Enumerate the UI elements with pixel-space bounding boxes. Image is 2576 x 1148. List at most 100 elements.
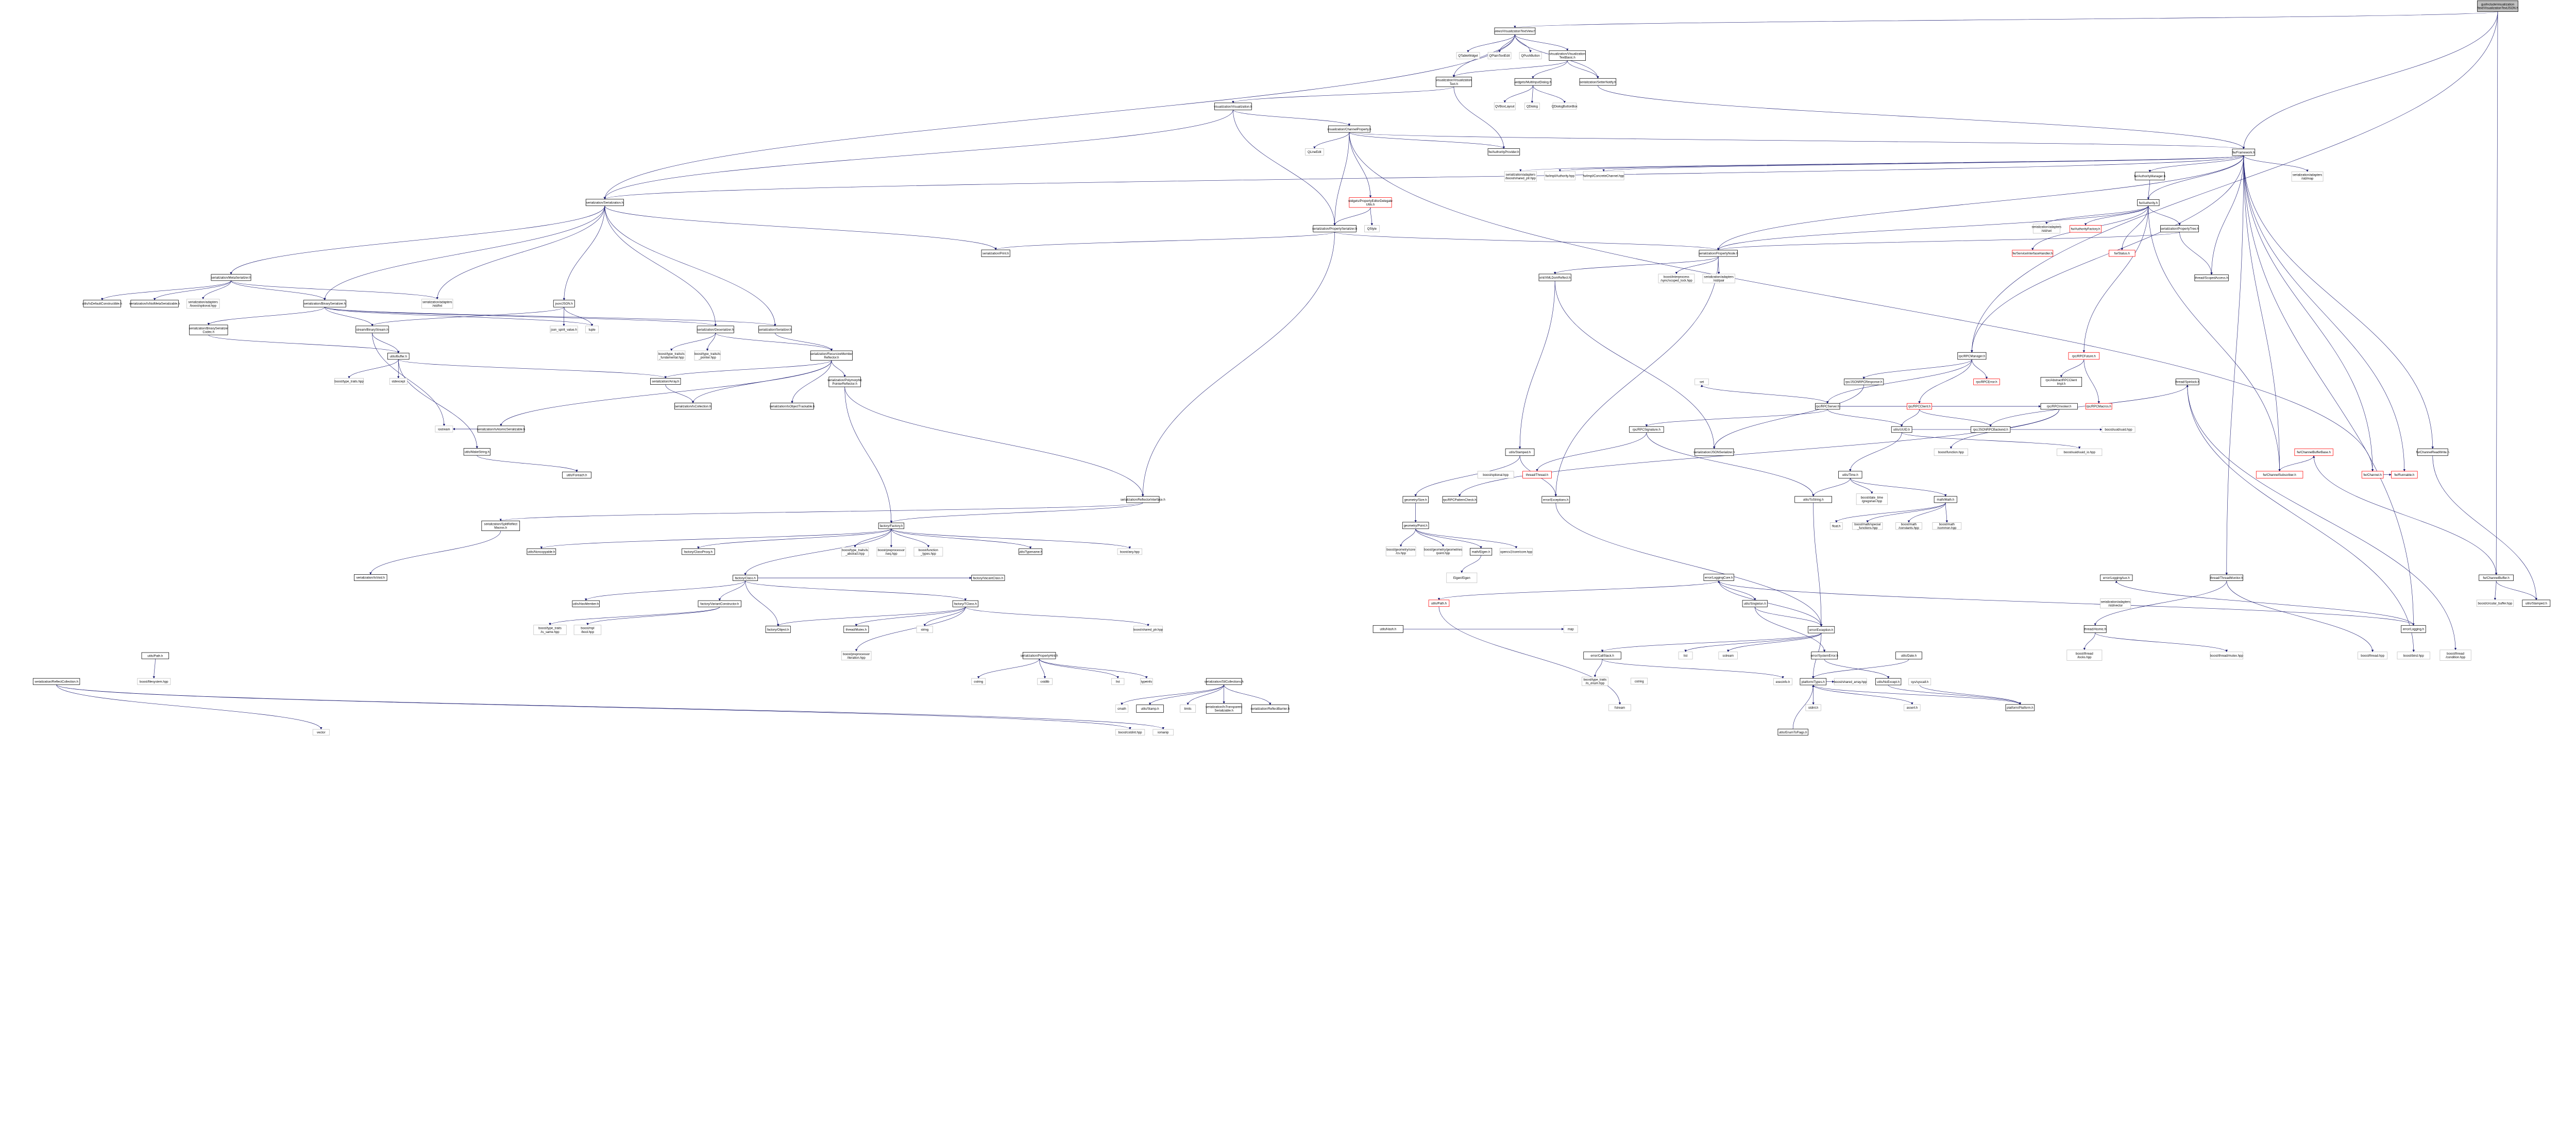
graph-node-stlcoll[interactable]: serialization/StlCollections.h (1205, 678, 1244, 685)
graph-node-loggingcore[interactable]: error/LoggingCore.h (1703, 574, 1734, 581)
graph-node-rpcinvoker[interactable]: rpc/RPCInvoker.h (2040, 403, 2078, 410)
graph-node-noexcept[interactable]: utils/NoExcept.h (1875, 678, 1902, 686)
graph-node-istransparent[interactable]: serialization/IsTransparentSerializable.… (1206, 703, 1243, 714)
graph-node-exception[interactable]: error/Exception.h (1807, 626, 1835, 633)
graph-node-channel[interactable]: fw/Channel.h (2361, 471, 2384, 478)
graph-node-vis[interactable]: visualization/Visualization.h (1214, 102, 1252, 110)
graph-node-hasmember[interactable]: utils/HasMember.h (572, 600, 600, 607)
graph-node-rpcfuture[interactable]: rpc/RPCFuture.h (2068, 352, 2100, 360)
graph-node-authmanager[interactable]: fw/AuthorityManager.h (2134, 172, 2165, 180)
graph-node-json[interactable]: json/JSON.h (553, 300, 575, 307)
graph-node-pathred[interactable]: utils/Path.h (1428, 599, 1450, 607)
graph-node-stamped[interactable]: utils/Stamped.h (1505, 448, 1535, 456)
graph-node-reflectcoll[interactable]: serialization/ReflectCollection.h (32, 678, 80, 685)
graph-node-chanprop[interactable]: visualization/ChannelProperty.h (1327, 125, 1371, 133)
graph-node-exceptions[interactable]: error/Exceptions.h (1541, 496, 1570, 503)
graph-node-mutex[interactable]: thread/Mutex.h (843, 626, 869, 633)
graph-node-isvoid[interactable]: serialization/IsVoid.h (354, 574, 387, 581)
graph-node-runnable[interactable]: fw/Runnable.h (2391, 471, 2418, 478)
graph-node-status[interactable]: fw/Status.h (2109, 250, 2136, 257)
graph-node-deser[interactable]: serialization/Deserializer.h (697, 325, 734, 333)
graph-node-spinlock[interactable]: thread/Spinlock.h (2175, 379, 2199, 385)
graph-node-types[interactable]: platform/Types.h (1800, 678, 1827, 686)
graph-node-rpcserver[interactable]: rpc/RPCServer.h (1815, 403, 1840, 410)
graph-node-loggingaux[interactable]: error/LoggingAux.h (2100, 574, 2133, 581)
graph-node-uuidh[interactable]: utils/UUID.h (1891, 426, 1912, 433)
graph-node-scopedaccess[interactable]: thread/ScopedAccess.h (2194, 274, 2229, 281)
graph-node-iscoll[interactable]: serialization/IsCollection.h (674, 403, 712, 410)
graph-node-serialization[interactable]: serialization/Serialization.h (585, 199, 624, 207)
graph-node-array[interactable]: serialization/Array.h (650, 378, 681, 385)
graph-node-isdefault[interactable]: utils/IsDefaultConstructible.h (82, 300, 122, 307)
graph-node-path[interactable]: utils/Path.h (141, 652, 170, 659)
graph-node-buffer[interactable]: utils/Buffer.h (387, 353, 410, 360)
graph-node-patterncheck[interactable]: rpc/RPCPatternCheck.h (1442, 496, 1477, 503)
graph-node-binser[interactable]: serialization/BinarySerializer.h (303, 300, 346, 307)
graph-node-factory[interactable]: factory/Factory.h (878, 522, 905, 529)
graph-node-serializer[interactable]: serialization/Serializer.h (758, 325, 792, 333)
graph-node-isatomic[interactable]: serialization/IsAtomicSerializable.h (477, 425, 526, 433)
graph-node-jsonrpcresp[interactable]: rpc/JSONRPCResponse.h (1844, 379, 1884, 385)
graph-node-thread[interactable]: thread/Thread.h (1522, 471, 1552, 478)
graph-node-meta[interactable]: serialization/MetaSerializer.h (211, 274, 251, 281)
graph-node-framework[interactable]: fw/Framework.h (2232, 148, 2256, 156)
graph-node-binstream[interactable]: stream/BinaryStream.h (355, 325, 389, 333)
graph-node-text[interactable]: visualization/VisualizationText.h (1435, 77, 1472, 87)
graph-node-makestring[interactable]: utils/MakeString.h (463, 448, 490, 456)
graph-node-sih[interactable]: fw/ServiceInterfaceHandler.h (2012, 250, 2054, 257)
graph-node-callstack[interactable]: error/CallStack.h (1583, 652, 1621, 660)
graph-node-jsonser[interactable]: serialization/JSONSerializer.h (1693, 448, 1735, 456)
graph-node-typename[interactable]: utils/Typename.h (1019, 548, 1042, 555)
graph-node-date[interactable]: utils/Date.h (1895, 652, 1922, 660)
graph-node-size[interactable]: geometry/Size.h (1402, 496, 1429, 503)
graph-node-barrier[interactable]: serialization/ReflectBarrier.h (1250, 705, 1290, 713)
graph-node-rpcclient[interactable]: rpc/RPCClient.h (1907, 403, 1933, 410)
graph-node-authority[interactable]: fw/Authority.h (2137, 199, 2160, 207)
graph-node-logging[interactable]: error/Logging.h (2401, 625, 2426, 633)
graph-node-reflint[interactable]: serialization/ReflectorInterface.h (1121, 496, 1165, 503)
graph-node-stamped2[interactable]: utils/Stamped.h (2522, 599, 2551, 607)
graph-node-rpcerror[interactable]: rpc/RPCError.h (1973, 379, 2000, 385)
graph-node-istrack[interactable]: serialization/IsObjectTrackable.h (770, 403, 815, 410)
graph-node-root[interactable]: gui/include/visualization/text/Visualiza… (2477, 0, 2518, 12)
graph-node-object[interactable]: factory/Object.h (765, 626, 791, 633)
graph-node-point[interactable]: geometry/Point.h (1402, 522, 1429, 529)
graph-node-xmldom[interactable]: xml/XMLDomReflect.h (1538, 273, 1571, 281)
graph-node-platform[interactable]: platform/Platform.h (2005, 704, 2035, 711)
graph-node-chanbuf[interactable]: fw/ChannelBuffer.h (2479, 574, 2514, 581)
graph-node-foreach[interactable]: utils/Foreach.h (562, 471, 591, 478)
graph-node-print[interactable]: serialization/Print.h (981, 249, 1010, 257)
graph-node-classh[interactable]: factory/Class.h (733, 575, 758, 581)
graph-node-chanrw[interactable]: fw/ChannelReadWrite.h (2416, 448, 2449, 456)
graph-node-authprovider[interactable]: fw/AuthorityProvider.h (1487, 148, 1520, 156)
graph-node-isnotmeta[interactable]: serialization/IsNotMetaSerializable.h (129, 300, 180, 307)
graph-node-enumtoflags[interactable]: utils/EnumToFlags.h (1777, 729, 1808, 736)
graph-node-prophint[interactable]: serialization/PropertyHint.h (1021, 652, 1058, 659)
graph-node-chanbufbase[interactable]: fw/ChannelBufferBase.h (2294, 448, 2333, 456)
graph-node-rpcmanager[interactable]: rpc/RPCManager.h (1957, 352, 1987, 360)
graph-node-math[interactable]: math/Math.h (1934, 496, 1957, 503)
graph-node-eigen[interactable]: math/Eigen.h (1469, 548, 1493, 556)
graph-node-tostring[interactable]: utils/ToString.h (1794, 496, 1833, 503)
graph-node-setternotify[interactable]: serialization/SetterNotify.h (1579, 78, 1617, 86)
graph-node-tclass[interactable]: factory/TClass.h (952, 600, 978, 607)
graph-node-proptree[interactable]: serialization/PropertyTree.h (2160, 225, 2199, 232)
graph-node-threadmonitor[interactable]: thread/ThreadMonitor.h (2210, 574, 2243, 581)
graph-node-propserializer[interactable]: serialization/PropertySerializer.h (1312, 225, 1357, 232)
graph-node-propnode[interactable]: serialization/PropertyNode.h (1699, 250, 1738, 257)
graph-node-authfactory[interactable]: fw/AuthorityFactory.h (2070, 225, 2102, 233)
graph-node-rpcsignature[interactable]: rpc/RPCSignature.h (1629, 426, 1664, 433)
graph-node-vacant[interactable]: factory/VacantClass.h (971, 575, 1005, 581)
graph-node-textview[interactable]: views/VisualizationTextView.h (1494, 27, 1535, 35)
graph-node-rpcmacros[interactable]: rpc/RPCMacros.h (2086, 403, 2112, 410)
graph-node-hash[interactable]: utils/Hash.h (1372, 625, 1403, 633)
graph-node-noncopy[interactable]: utils/Noncopyable.h (527, 548, 556, 555)
graph-node-polyptr[interactable]: serialization/PolymorphicPointerReflecto… (827, 376, 862, 387)
graph-node-syserror[interactable]: error/SystemError.h (1811, 652, 1838, 660)
